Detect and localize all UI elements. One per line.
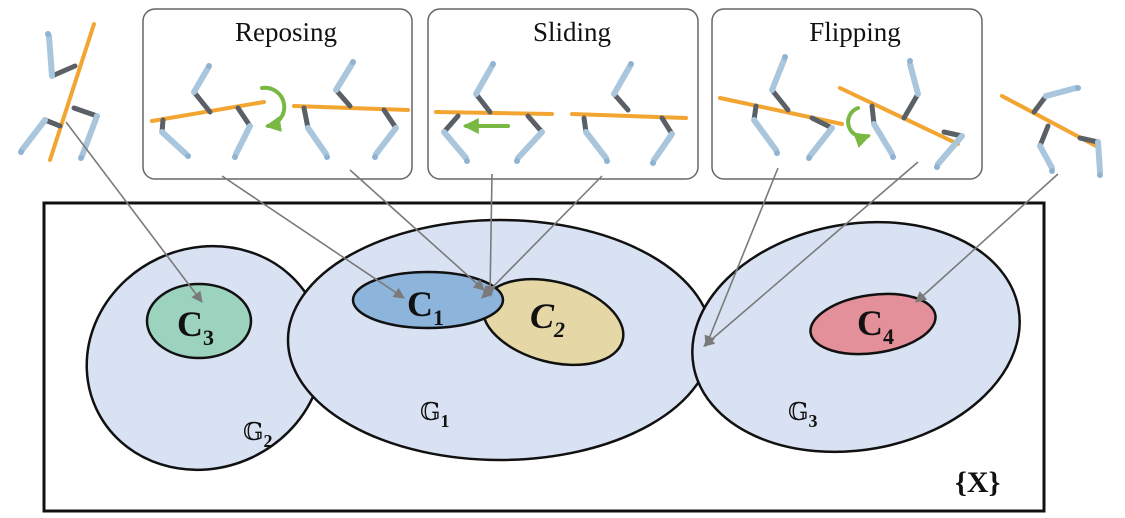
arrow-sliding-a-to-boundary [484,173,496,298]
cluster-c4-ellipse [809,292,937,356]
panel-sliding-title: Sliding [533,17,611,47]
pose-figure-sliding-b [570,61,688,166]
arrow-sliding-b-to-boundary [481,175,603,299]
panel-sliding [427,8,699,180]
arrow-right-to-c4 [915,173,1059,303]
arrow-reposing-b-to-c2 [349,169,485,291]
arrow-reposing-a-to-c1 [221,175,405,299]
arrow-left-to-c3 [65,121,203,303]
arrow-flipping-b-to-g1 [703,161,919,347]
cluster-c1-label: C1 [407,284,444,330]
cluster-c4-label: C4 [857,303,894,349]
panel-flipping-title: Flipping [809,17,901,47]
arrow-flipping-a-to-g1 [704,167,779,348]
pose-figure-right [1000,85,1103,178]
pose-figure-flipping-b [838,58,965,170]
pose-figure-left [18,22,100,162]
cluster-c1-ellipse [351,270,505,330]
group-g2-label: 𝔾2 [243,418,273,451]
panel-flipping [711,8,983,180]
panel-reposing-title: Reposing [235,17,337,47]
cluster-c3-label: C3 [177,304,214,350]
cluster-c3-ellipse [145,282,253,360]
group-g1-label: 𝔾1 [420,398,450,431]
cluster-c2-label: C2 [530,296,565,342]
pose-figure-sliding-a [434,61,554,164]
space-label: {X} [955,466,1000,499]
pose-figure-reposing-b [292,59,410,160]
group-g3-label: 𝔾3 [788,398,818,431]
pose-figure-reposing-a [150,63,287,160]
pose-figure-flipping-a [718,54,872,161]
